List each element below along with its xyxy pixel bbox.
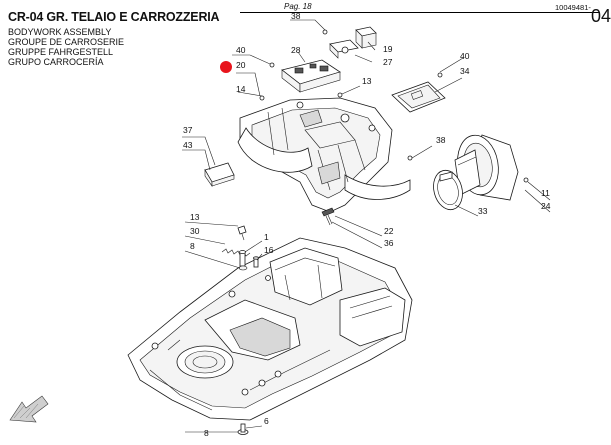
callout-19: 19 xyxy=(383,44,393,54)
title-french: GROUPE DE CARROSERIE xyxy=(8,37,125,47)
section-number: 04 xyxy=(591,6,611,26)
orientation-arrow-icon xyxy=(9,395,49,423)
callout-27: 27 xyxy=(383,57,393,67)
callout-40: 40 xyxy=(460,51,470,61)
chassis-base xyxy=(127,237,413,421)
callout-6: 6 xyxy=(264,416,269,426)
screw-detail xyxy=(523,177,529,183)
screw-part xyxy=(321,207,335,226)
connector-bracket-part xyxy=(329,39,359,59)
callout-8: 8 xyxy=(190,241,195,251)
title-english: BODYWORK ASSEMBLY xyxy=(8,27,112,37)
title-spanish: GRUPO CARROCERÍA xyxy=(8,57,104,67)
callout-43: 43 xyxy=(183,140,193,150)
cylinder-housing-part xyxy=(454,134,519,201)
pin-part xyxy=(238,250,259,271)
connector-block-part xyxy=(355,26,377,49)
washer-part xyxy=(237,423,249,435)
upper-body-frame xyxy=(237,97,411,213)
screw-detail xyxy=(407,155,413,161)
callout-13: 13 xyxy=(190,212,200,222)
callout-30: 30 xyxy=(190,226,200,236)
callout-38: 38 xyxy=(436,135,446,145)
page-number: Pag. 18 xyxy=(284,2,312,11)
screw-detail xyxy=(337,92,343,98)
title-german: GRUPPE FAHRGESTELL xyxy=(8,47,114,57)
leader-lines xyxy=(182,19,551,433)
callout-labels: 38 19 27 28 40 20 14 13 40 34 37 43 38 1… xyxy=(183,11,551,438)
callout-38: 38 xyxy=(291,11,301,21)
small-screws xyxy=(237,225,247,241)
callout-37: 37 xyxy=(183,125,193,135)
callout-33: 33 xyxy=(478,206,488,216)
callout-28: 28 xyxy=(291,45,301,55)
callout-34: 34 xyxy=(460,66,470,76)
callout-1: 1 xyxy=(264,232,269,242)
ring-part xyxy=(433,169,463,211)
callout-16: 16 xyxy=(264,245,274,255)
cover-plate-part xyxy=(391,81,446,113)
assembly-title: CR-04 GR. TELAIO E CARROZZERIA xyxy=(8,10,220,24)
callout-13: 13 xyxy=(362,76,372,86)
side-bracket-part xyxy=(204,162,235,187)
screw-detail xyxy=(259,95,265,101)
callout-11: 11 xyxy=(541,188,550,198)
screw-detail xyxy=(437,72,443,78)
callout-8: 8 xyxy=(204,428,209,438)
screw-detail xyxy=(322,29,328,35)
callout-24: 24 xyxy=(541,201,551,211)
callout-40: 40 xyxy=(236,45,246,55)
document-code: 10049481- xyxy=(555,3,591,12)
screw-detail xyxy=(269,62,275,68)
callout-22: 22 xyxy=(384,226,394,236)
callout-20: 20 xyxy=(236,60,246,70)
header-rule xyxy=(240,12,600,13)
callout-14: 14 xyxy=(236,84,246,94)
callout-36: 36 xyxy=(384,238,394,248)
circuit-board-part xyxy=(281,59,341,93)
highlight-marker xyxy=(220,61,232,73)
